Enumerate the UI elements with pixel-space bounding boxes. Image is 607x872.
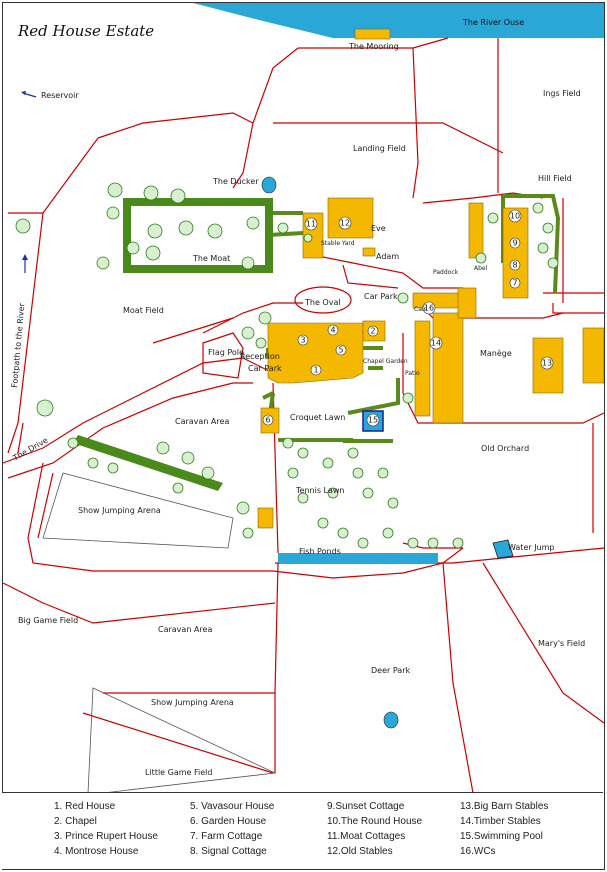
- label-old-orchard: Old Orchard: [481, 444, 529, 453]
- label-big-game-field: Big Game Field: [18, 616, 78, 625]
- river-ouse: [193, 3, 604, 38]
- legend-item: 7. Farm Cottage: [190, 831, 263, 842]
- label-stable-yard: Stable Yard: [321, 240, 355, 247]
- legend: 1. Red House 2. Chapel 3. Prince Rupert …: [2, 792, 603, 869]
- svg-text:8: 8: [512, 261, 517, 270]
- fish-ponds: [278, 553, 438, 563]
- river-label: The River Ouse: [462, 18, 524, 27]
- buildings: [257, 28, 604, 529]
- svg-text:1: 1: [313, 366, 318, 375]
- label-ducker: The Ducker: [212, 177, 259, 186]
- svg-text:14: 14: [431, 339, 441, 348]
- label-show-jumping-lower: Show Jumping Arena: [151, 698, 234, 707]
- label-moat: The Moat: [192, 254, 230, 263]
- legend-item: 16.WCs: [460, 846, 496, 857]
- trees: [15, 182, 559, 549]
- deer-park-pond: [383, 711, 399, 729]
- label-ings-field: Ings Field: [543, 89, 581, 98]
- label-mooring: The Mooring: [348, 42, 399, 51]
- legend-item: 6. Garden House: [190, 816, 267, 827]
- water-jump-pond: [492, 539, 514, 559]
- label-eve: Eve: [371, 224, 386, 233]
- the-ducker-pond: [261, 176, 277, 194]
- legend-item: 9.Sunset Cottage: [327, 801, 405, 812]
- svg-text:13: 13: [542, 359, 552, 368]
- legend-item: 8. Signal Cottage: [190, 846, 267, 857]
- legend-item: 12.Old Stables: [327, 846, 393, 857]
- the-oval: [294, 286, 352, 314]
- svg-text:5: 5: [338, 346, 343, 355]
- label-hill-field: Hill Field: [538, 174, 572, 183]
- label-car-park-lower: Car Park: [248, 364, 282, 373]
- label-patio: Patio: [405, 370, 420, 377]
- label-the-drive: The Drive: [11, 436, 50, 464]
- legend-item: 3. Prince Rupert House: [54, 831, 158, 842]
- svg-text:4: 4: [330, 326, 335, 335]
- legend-item: 2. Chapel: [54, 816, 97, 827]
- label-fish-ponds: Fish Ponds: [299, 547, 341, 556]
- show-jumping-arena-lower-box: [87, 687, 277, 793]
- legend-item: 13.Big Barn Stables: [460, 801, 549, 812]
- caravan-hedge: [73, 435, 223, 491]
- svg-text:11: 11: [306, 220, 316, 229]
- label-caravan-area-upper: Caravan Area: [175, 417, 229, 426]
- label-oval: The Oval: [304, 298, 341, 307]
- svg-text:7: 7: [512, 279, 517, 288]
- label-chapel-garden: Chapel Garden: [363, 358, 408, 365]
- label-tennis-lawn: Tennis Lawn: [295, 486, 345, 495]
- label-marys-field: Mary's Field: [538, 639, 585, 648]
- legend-item: 14.Timber Stables: [460, 816, 541, 827]
- svg-text:12: 12: [340, 219, 350, 228]
- label-show-jumping-upper: Show Jumping Arena: [78, 506, 161, 515]
- label-water-jump: Water Jump: [508, 543, 555, 552]
- building-numbers: 1 2 3 4 5 6 7 8 9 10 11 12 13 14 15 16: [262, 209, 554, 427]
- label-caravan-area-lower: Caravan Area: [158, 625, 212, 634]
- svg-text:2: 2: [370, 327, 375, 336]
- label-moat-field: Moat Field: [123, 306, 164, 315]
- legend-item: 1. Red House: [54, 801, 116, 812]
- legend-item: 11.Moat Cottages: [327, 831, 406, 842]
- label-croquet-lawn: Croquet Lawn: [290, 413, 345, 422]
- label-reception: Reception: [240, 352, 280, 361]
- map-title: Red House Estate: [17, 22, 154, 40]
- svg-text:10: 10: [510, 212, 520, 221]
- label-car-park-upper: Car Park: [364, 292, 398, 301]
- flag-pole-area: [202, 332, 244, 379]
- label-flag-pole: Flag Pole: [208, 348, 244, 357]
- label-cain: Cain: [414, 306, 428, 313]
- legend-item: 4. Montrose House: [54, 846, 139, 857]
- label-reservoir: Reservoir: [41, 91, 79, 100]
- svg-text:6: 6: [265, 416, 270, 425]
- svg-text:16: 16: [424, 304, 434, 313]
- label-manege: Manège: [480, 348, 512, 358]
- legend-item: 5. Vavasour House: [190, 801, 275, 812]
- label-adam: Adam: [376, 252, 399, 261]
- legend-item: 15.Swimming Pool: [460, 831, 543, 842]
- label-little-game-field: Little Game Field: [145, 768, 212, 777]
- label-deer-park: Deer Park: [371, 666, 410, 675]
- show-jumping-arena-upper-box: [42, 472, 234, 549]
- svg-text:3: 3: [300, 336, 305, 345]
- svg-text:9: 9: [512, 239, 517, 248]
- label-landing-field: Landing Field: [353, 144, 406, 153]
- moat-hedge: [123, 198, 273, 273]
- estate-map: The River Ouse: [3, 3, 604, 793]
- label-abel: Abel: [474, 265, 488, 272]
- legend-item: 10.The Round House: [327, 816, 423, 827]
- label-paddock: Paddock: [433, 269, 459, 276]
- svg-text:15: 15: [368, 416, 378, 425]
